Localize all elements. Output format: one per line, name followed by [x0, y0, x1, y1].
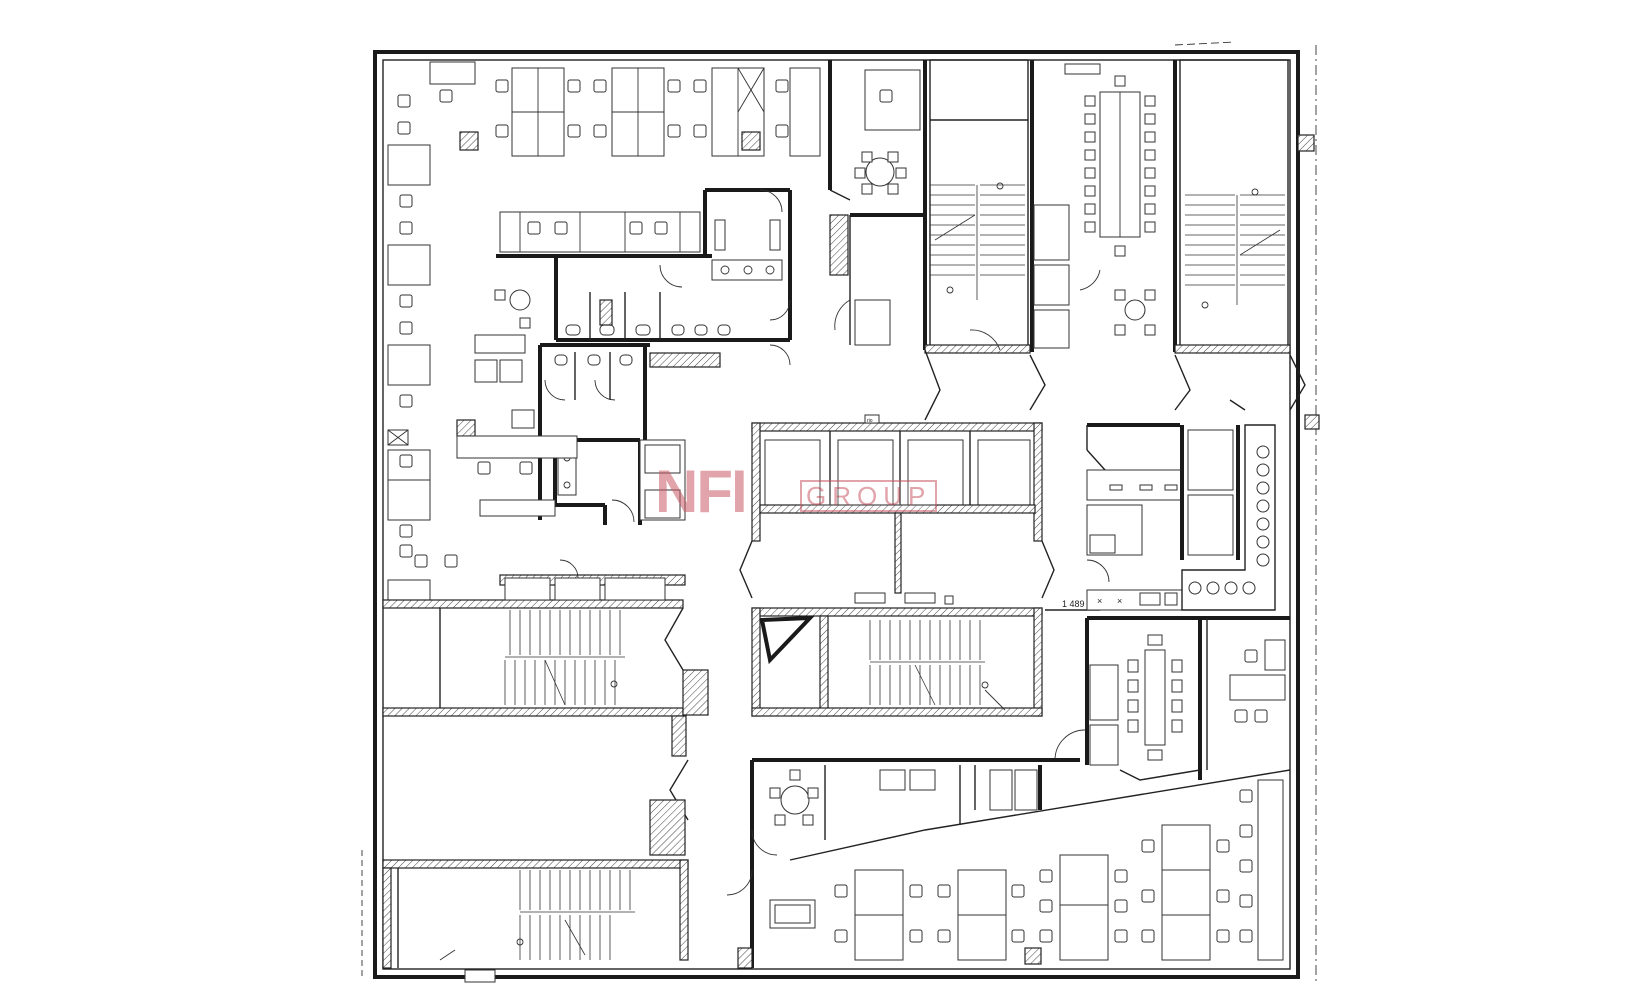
- svg-text:×: ×: [1097, 596, 1102, 606]
- lower-desk-chairs: [834, 789, 1253, 943]
- left-perimeter-desks: [387, 61, 479, 601]
- kitchen-stools: [1188, 445, 1270, 595]
- kitchenette: ××: [1086, 399, 1276, 611]
- restroom-block: [538, 188, 792, 525]
- top-desk-chairs: [495, 79, 789, 138]
- dimension-label: 1 489: [1062, 599, 1085, 609]
- stair-core-top-2: [1174, 59, 1320, 430]
- lower-desk-islands: [854, 824, 1211, 961]
- meeting-rooms-right: [1054, 616, 1290, 781]
- top-workstations: [495, 67, 821, 157]
- corridor-walls: [829, 213, 1306, 421]
- conference-chairs: [1084, 75, 1156, 257]
- watermark-mark: NFI: [655, 458, 748, 525]
- lower-left-desks: [456, 289, 686, 521]
- watermark-word: GROUP: [800, 480, 938, 512]
- stair-core-left: [382, 559, 709, 717]
- stair-core-top-1: [924, 59, 1031, 354]
- meeting-room-round: [769, 769, 819, 826]
- lower-right-workstations: [726, 758, 1291, 969]
- middle-desks: [496, 211, 712, 258]
- meeting-room-a: [828, 60, 927, 350]
- lift-lobby: rio 1 489: [739, 414, 1100, 611]
- svg-text:×: ×: [1117, 596, 1122, 606]
- stair-core-center: [751, 607, 1043, 717]
- conference-room-main: [1030, 60, 1177, 352]
- stair-core-bottom-left: [382, 715, 689, 983]
- lift-label: rio: [867, 418, 873, 424]
- watermark-logo: NFI GROUP: [655, 462, 955, 522]
- building-outline: [361, 41, 1317, 985]
